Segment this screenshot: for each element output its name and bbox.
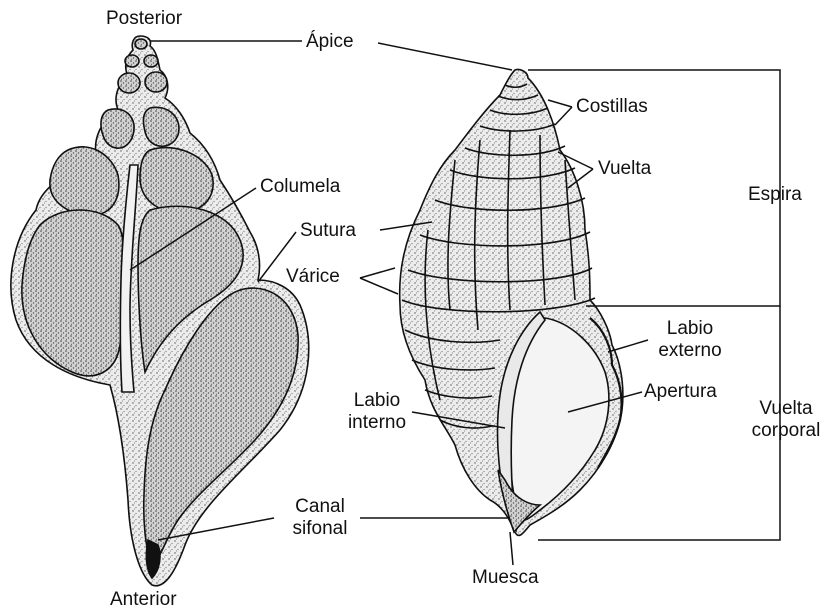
shell-exterior <box>400 69 623 535</box>
label-canal-sifonal: Canal sifonal <box>276 496 364 540</box>
label-sutura: Sutura <box>300 220 356 242</box>
label-varice: Várice <box>286 266 340 288</box>
shell-cross-section <box>11 36 309 586</box>
label-apertura: Apertura <box>644 381 717 403</box>
leader-line-costillas-upper <box>548 100 572 107</box>
label-espira: Espira <box>748 184 802 206</box>
label-labio-externo: Labio externo <box>640 318 740 362</box>
label-apice: Ápice <box>306 31 354 53</box>
apex-chamber <box>135 39 147 49</box>
apex-chamber <box>125 55 139 67</box>
label-labio-interno-line2: interno <box>334 412 420 434</box>
label-vuelta-corporal: Vuelta corporal <box>738 398 833 442</box>
apex-chamber <box>144 55 158 67</box>
label-muesca: Muesca <box>472 567 539 589</box>
label-labio-externo-line2: externo <box>640 340 740 362</box>
apex-chamber <box>118 73 140 93</box>
label-vuelta: Vuelta <box>598 158 651 180</box>
label-posterior: Posterior <box>106 8 182 30</box>
leader-line-apice-right <box>378 43 512 70</box>
label-labio-interno: Labio interno <box>334 390 420 434</box>
label-vuelta-corporal-line1: Vuelta <box>738 398 833 420</box>
label-labio-externo-line1: Labio <box>640 318 740 340</box>
label-costillas: Costillas <box>576 96 648 118</box>
leader-line-varice-lower <box>360 278 398 294</box>
apex-chamber <box>145 72 167 92</box>
label-canal-sifonal-line1: Canal <box>276 496 364 518</box>
chamber <box>101 109 134 148</box>
label-canal-sifonal-line2: sifonal <box>276 518 364 540</box>
label-labio-interno-line1: Labio <box>334 390 420 412</box>
leader-line-varice-upper <box>360 268 395 278</box>
leader-line-muesca <box>510 532 513 565</box>
leader-line-costillas-lower <box>555 107 572 125</box>
label-vuelta-corporal-line2: corporal <box>738 420 833 442</box>
label-columela: Columela <box>260 176 340 198</box>
label-anterior: Anterior <box>110 589 177 611</box>
